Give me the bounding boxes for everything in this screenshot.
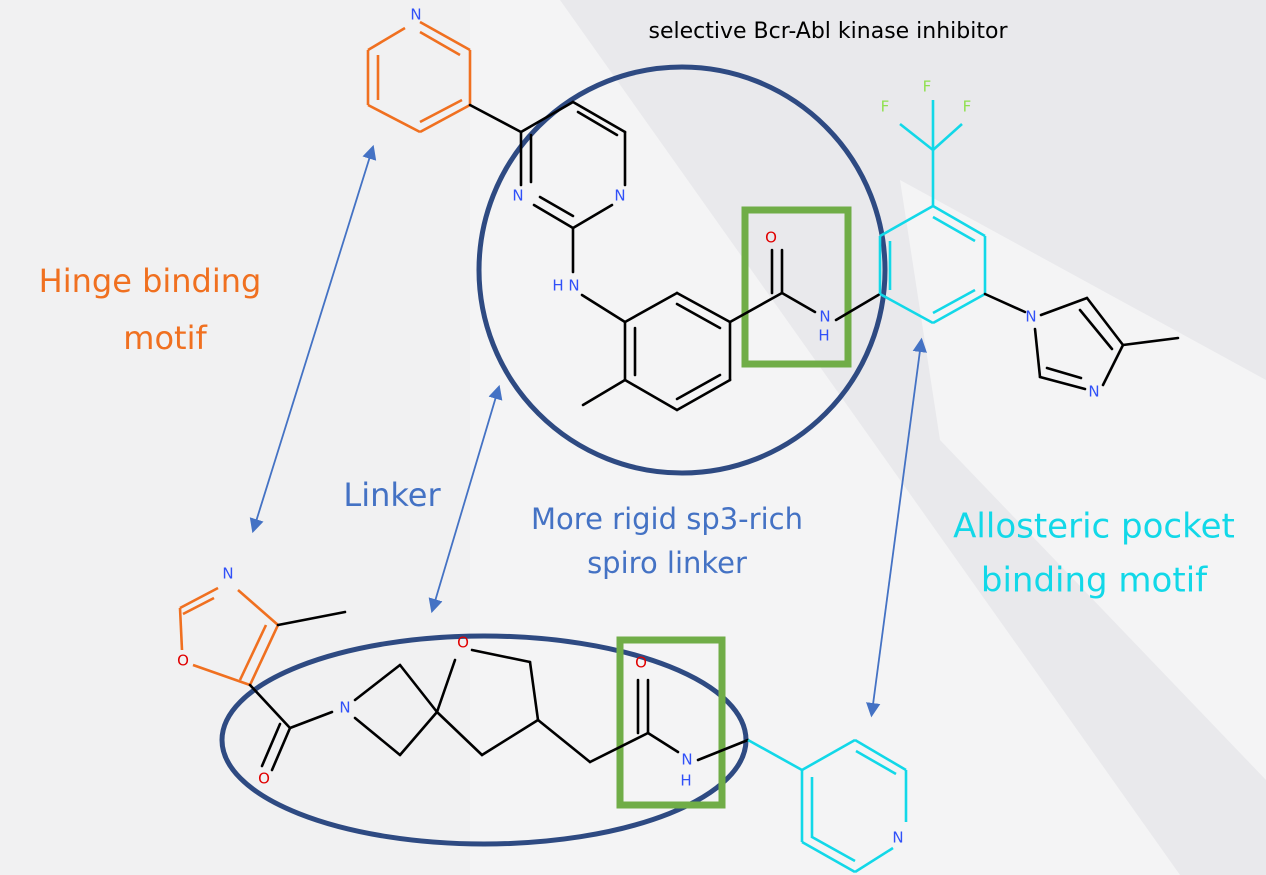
bottom-amide-o-atom: O <box>635 654 647 672</box>
amine-hn-atom: H N <box>552 277 579 295</box>
bottom-carbonyl-o-atom: O <box>258 770 270 788</box>
oxazole-n-atom: N <box>222 565 233 583</box>
core-scaffold-circle <box>476 64 888 476</box>
spiro-thf-ring <box>435 648 540 757</box>
pyridine-n-atom: N <box>410 6 421 24</box>
imidazole-ring <box>1033 296 1180 391</box>
allosteric-arrow <box>866 337 927 718</box>
imidazole-n1-atom: N <box>1025 308 1036 326</box>
hinge-arrow <box>249 144 377 534</box>
pyridine-n-atom-bottom: N <box>892 829 903 847</box>
svg-text:binding motif: binding motif <box>981 561 1208 601</box>
rigid-linker-label: More rigid sp3-rich spiro linker <box>531 502 803 580</box>
fluorine-atom-top: F <box>923 78 932 96</box>
amide-highlight-top <box>741 206 852 368</box>
central-benzene-ring <box>623 291 732 412</box>
pyrimidine-n-atom-right: N <box>614 187 625 205</box>
linker-label: Linker <box>343 476 441 514</box>
top-carbonyl-o-atom: O <box>765 229 777 247</box>
spiro-azetidine-ring <box>353 663 439 757</box>
allosteric-pocket-label: Allosteric pocket binding motif <box>953 507 1235 601</box>
azetidine-n-atom: N <box>339 699 350 717</box>
linker-arrow <box>428 384 503 614</box>
pyridine-hinge-ring <box>366 20 472 134</box>
svg-text:More rigid sp3-rich: More rigid sp3-rich <box>531 502 803 536</box>
bottom-amide-h-atom: H <box>680 772 691 790</box>
fluorine-atom-right: F <box>963 98 972 116</box>
top-amide-n-atom: N <box>819 308 830 326</box>
oxazole-hinge-ring <box>178 586 280 687</box>
thf-o-atom: O <box>457 634 469 652</box>
allosteric-pyridine-ring <box>747 738 908 874</box>
page-title: selective Bcr-Abl kinase inhibitor <box>648 19 1008 44</box>
hinge-binding-label: Hinge binding motif <box>39 262 262 357</box>
bottom-amide-n-atom: N <box>681 751 692 769</box>
allosteric-phenyl-ring <box>878 100 987 325</box>
pyrimidine-n-atom-left: N <box>512 187 523 205</box>
amide-highlight-bottom <box>616 636 726 809</box>
oxazole-o-atom: O <box>177 652 189 670</box>
pyrimidine-ring <box>519 100 627 230</box>
svg-text:spiro linker: spiro linker <box>587 546 747 580</box>
svg-text:motif: motif <box>123 319 207 357</box>
imidazole-n3-atom: N <box>1088 383 1099 401</box>
fluorine-atom-left: F <box>881 98 890 116</box>
svg-text:Allosteric pocket: Allosteric pocket <box>953 507 1235 547</box>
svg-text:Hinge binding: Hinge binding <box>39 262 262 300</box>
top-amide-h-atom: H <box>818 327 829 345</box>
